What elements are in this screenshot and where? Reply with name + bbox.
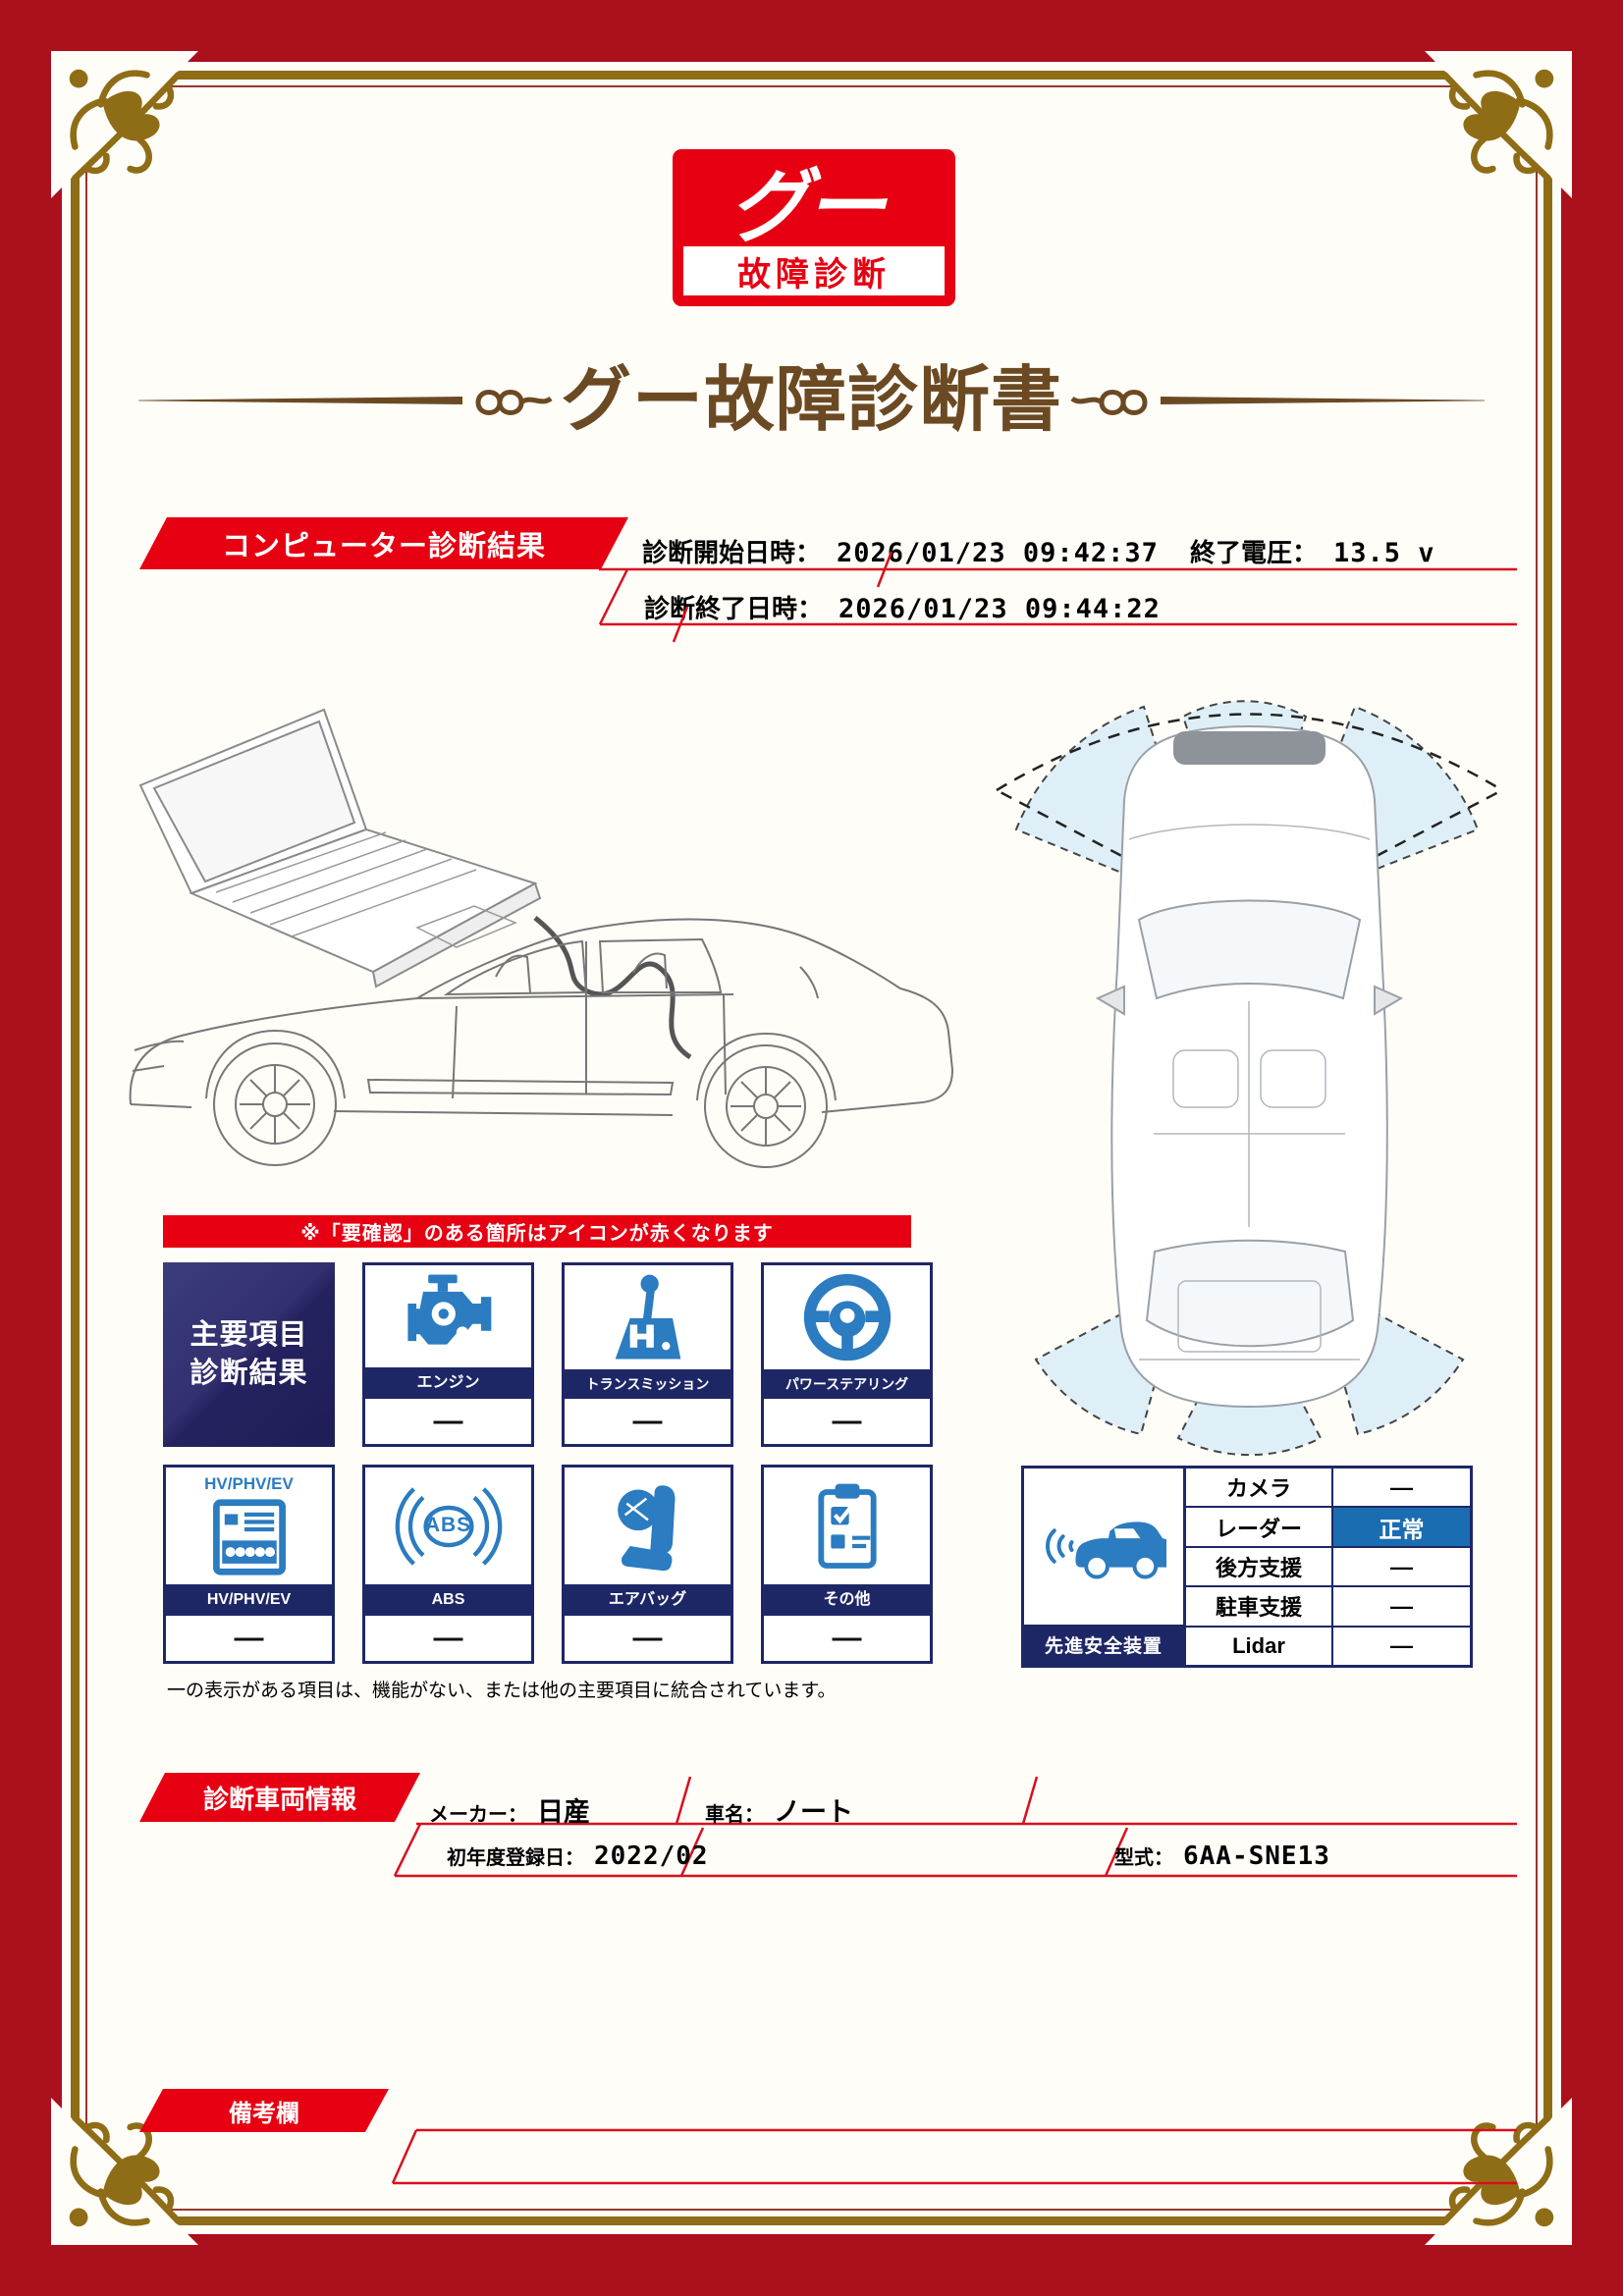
vehicle-name-value: ノート bbox=[774, 1797, 853, 1827]
corner-ornament-icon bbox=[51, 2098, 198, 2245]
vehicle-name-label: 車名： bbox=[705, 1804, 764, 1826]
vehicle-registration-row: 初年度登録日： 2022/02 bbox=[447, 1842, 709, 1871]
main-results-header-line1: 主要項目 bbox=[189, 1318, 308, 1351]
vehicle-maker-value: 日産 bbox=[537, 1797, 590, 1827]
end-voltage-value: 13.5 v bbox=[1333, 538, 1435, 568]
safety-row-value: — bbox=[1390, 1553, 1413, 1579]
title-rule-right bbox=[1161, 397, 1485, 404]
engine-icon bbox=[406, 1274, 491, 1345]
card-airbag: エアバッグ — bbox=[562, 1465, 733, 1664]
vehicle-registration-label: 初年度登録日： bbox=[447, 1847, 584, 1869]
vehicle-model-row: 型式： 6AA-SNE13 bbox=[1114, 1842, 1330, 1871]
card-label: トランスミッション bbox=[565, 1369, 730, 1399]
hv-phv-ev-icon bbox=[212, 1498, 286, 1575]
goo-logo-name: 故障診断 bbox=[683, 246, 945, 295]
card-label: その他 bbox=[764, 1584, 930, 1616]
airbag-icon bbox=[617, 1484, 675, 1571]
safety-devices-rows: カメラ — レーダー 正常 後方支援 — 駐車支援 — Lidar — bbox=[1186, 1468, 1470, 1666]
page-title: グー故障診断書 bbox=[560, 361, 1062, 440]
safety-row-rear-support: 後方支援 — bbox=[1186, 1547, 1470, 1588]
corner-ornament-icon bbox=[51, 51, 198, 198]
vehicle-model-value: 6AA-SNE13 bbox=[1183, 1842, 1330, 1871]
title-flourish-left-icon bbox=[475, 390, 553, 415]
safety-row-label: カメラ bbox=[1186, 1468, 1333, 1507]
card-engine: エンジン — bbox=[362, 1262, 534, 1447]
safety-row-label: レーダー bbox=[1186, 1508, 1333, 1546]
main-results-header-line2: 診断結果 bbox=[189, 1358, 308, 1389]
safety-row-label: 後方支援 bbox=[1186, 1547, 1333, 1586]
corner-ornament-icon bbox=[1425, 2098, 1572, 2245]
title-flourish-right-icon bbox=[1070, 390, 1148, 415]
card-value: — bbox=[632, 1622, 663, 1654]
card-value: — bbox=[433, 1622, 463, 1654]
end-voltage-label: 終了電圧： bbox=[1190, 538, 1319, 567]
card-label: ABS bbox=[365, 1584, 531, 1616]
diagnosis-end-label: 診断終了日時： bbox=[644, 594, 824, 623]
main-results-footnote: 一の表示がある項目は、機能がない、または他の主要項目に統合されています。 bbox=[167, 1681, 837, 1701]
safety-row-radar: レーダー 正常 bbox=[1186, 1508, 1470, 1548]
safety-row-label: 駐車支援 bbox=[1186, 1587, 1333, 1626]
vehicle-name-row: 車名： ノート bbox=[705, 1790, 853, 1829]
alert-note-banner: ※「要確認」のある箇所はアイコンが赤くなります bbox=[163, 1215, 911, 1248]
safety-row-camera: カメラ — bbox=[1186, 1468, 1470, 1509]
card-value: — bbox=[832, 1622, 862, 1654]
abs-icon-text: ABS bbox=[424, 1513, 472, 1536]
car-topview-sensor-illustration bbox=[996, 700, 1503, 1457]
vehicle-info-banner: 診断車両情報 bbox=[139, 1773, 420, 1822]
card-value: — bbox=[632, 1405, 663, 1437]
transmission-icon bbox=[615, 1274, 680, 1360]
goo-logo: グー 故障診断 bbox=[673, 149, 955, 306]
power-steering-icon bbox=[803, 1273, 891, 1362]
card-hv-phv-ev: HV/PHV/EV HV/PHV/EV — bbox=[163, 1465, 335, 1664]
card-label: エアバッグ bbox=[565, 1584, 730, 1616]
safety-row-parking-support: 駐車支援 — bbox=[1186, 1587, 1470, 1628]
card-label: パワーステアリング bbox=[764, 1369, 930, 1399]
laptop-car-illustration bbox=[129, 708, 954, 1168]
safety-devices-caption: 先進安全装置 bbox=[1024, 1625, 1183, 1665]
safety-devices-table: 先進安全装置 カメラ — レーダー 正常 後方支援 — 駐車支援 — Lidar… bbox=[1021, 1466, 1473, 1668]
main-results-header: 主要項目 診断結果 bbox=[163, 1262, 335, 1447]
safety-row-label: Lidar bbox=[1186, 1627, 1333, 1666]
card-label: エンジン bbox=[365, 1367, 531, 1399]
card-label: HV/PHV/EV bbox=[166, 1584, 332, 1616]
safety-row-value: — bbox=[1390, 1632, 1413, 1659]
end-voltage-row: 終了電圧： 13.5 v bbox=[1190, 533, 1435, 569]
hv-phv-ev-icon-text: HV/PHV/EV bbox=[204, 1473, 294, 1493]
computer-diagnosis-banner: コンピューター診断結果 bbox=[139, 517, 628, 569]
card-other: その他 — bbox=[761, 1465, 933, 1664]
card-abs: ABS ABS — bbox=[362, 1465, 534, 1664]
vehicle-maker-row: メーカー： 日産 bbox=[429, 1790, 590, 1829]
safety-row-value: — bbox=[1390, 1592, 1413, 1619]
vehicle-registration-value: 2022/02 bbox=[594, 1842, 709, 1871]
abs-icon bbox=[395, 1486, 502, 1566]
title-rule-left bbox=[137, 397, 462, 404]
diagnosis-end-value: 2026/01/23 09:44:22 bbox=[839, 594, 1161, 624]
card-value: — bbox=[832, 1405, 862, 1437]
corner-ornament-icon bbox=[1425, 51, 1572, 198]
remarks-banner: 備考欄 bbox=[139, 2089, 389, 2132]
card-value: — bbox=[433, 1405, 463, 1437]
diagnosis-end-row: 診断終了日時： 2026/01/23 09:44:22 bbox=[644, 589, 1161, 625]
goo-logo-mark: グー bbox=[724, 162, 900, 252]
vehicle-maker-label: メーカー： bbox=[429, 1804, 527, 1826]
clipboard-check-icon bbox=[817, 1483, 877, 1569]
safety-row-value: 正常 bbox=[1333, 1508, 1470, 1546]
card-power-steering: パワーステアリング — bbox=[761, 1262, 933, 1447]
vehicle-model-label: 型式： bbox=[1114, 1847, 1173, 1869]
safety-row-lidar: Lidar — bbox=[1186, 1627, 1470, 1666]
card-value: — bbox=[234, 1622, 264, 1654]
title-row: グー故障診断書 bbox=[0, 365, 1623, 436]
safety-car-icon bbox=[1046, 1521, 1166, 1578]
safety-devices-left-cell: 先進安全装置 bbox=[1024, 1468, 1186, 1665]
diagnosis-start-value: 2026/01/23 09:42:37 bbox=[837, 538, 1159, 568]
safety-row-value: — bbox=[1390, 1473, 1413, 1500]
card-transmission: トランスミッション — bbox=[562, 1262, 733, 1447]
diagnosis-start-row: 診断開始日時： 2026/01/23 09:42:37 bbox=[642, 533, 1159, 569]
diagnosis-start-label: 診断開始日時： bbox=[642, 538, 822, 567]
